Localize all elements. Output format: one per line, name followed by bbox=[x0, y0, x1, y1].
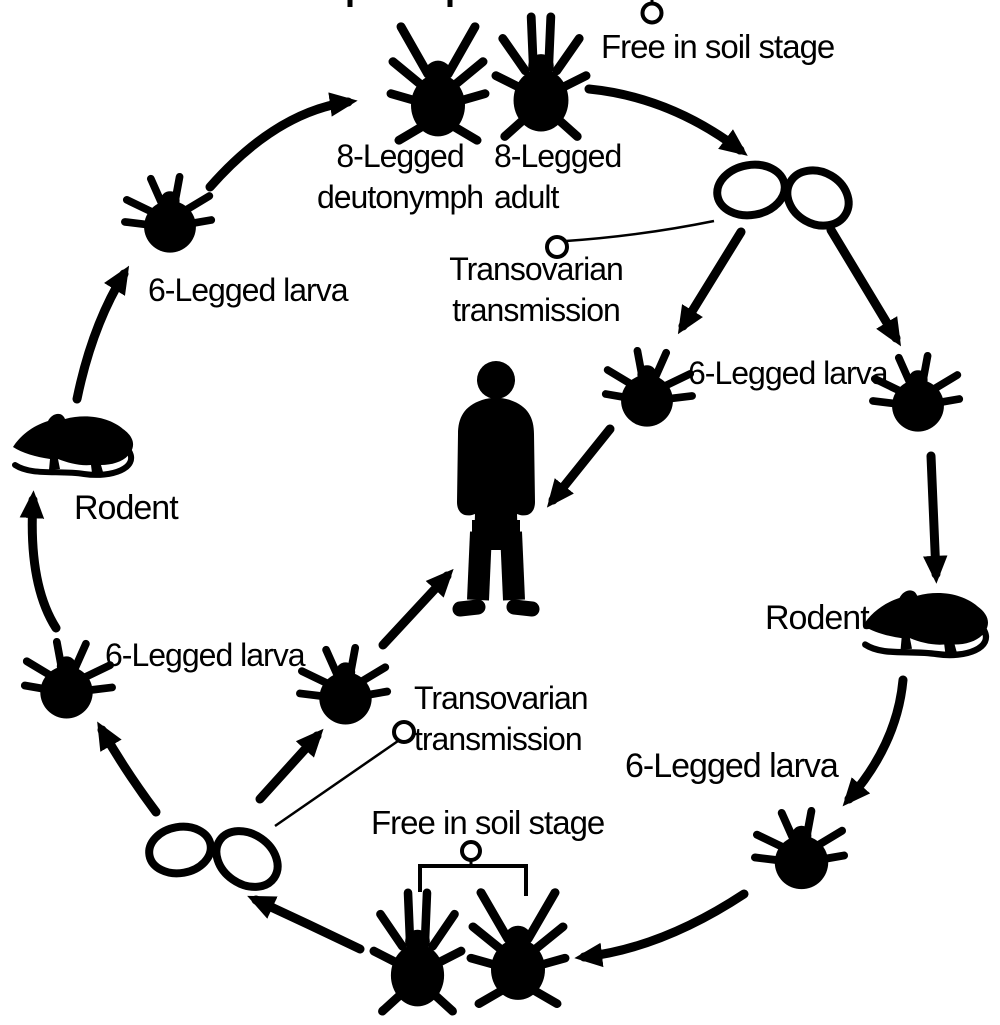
eggs-icon bbox=[145, 160, 853, 891]
label-transovarian-top-line2: transmission bbox=[452, 291, 621, 328]
label-deutonymph-line1: 8-Legged bbox=[336, 138, 464, 174]
label-rodent-left: Rodent bbox=[74, 489, 179, 527]
rodent-icon bbox=[13, 414, 133, 475]
label-adult: 8-Legged adult bbox=[494, 136, 622, 218]
cycle-arrow-icon bbox=[19, 84, 948, 968]
label-larva-lower-right: 6-Legged larva bbox=[625, 747, 839, 785]
label-deutonymph: 8-Legged deutonymph bbox=[302, 136, 498, 218]
label-transovarian-bottom-line1: Transovarian bbox=[414, 680, 589, 716]
larva-mite-icon bbox=[755, 811, 844, 889]
leader-line-transovarian-bottom bbox=[274, 739, 399, 828]
label-transovarian-bottom-line2: transmission bbox=[414, 720, 583, 757]
label-free-in-soil-top: Free in soil stage bbox=[601, 28, 835, 65]
larva-mite-icon bbox=[300, 648, 387, 725]
label-transovarian-top: Transovarian transmission bbox=[442, 249, 630, 331]
larva-mite-icon bbox=[25, 642, 112, 719]
leader-dot-icon bbox=[392, 0, 664, 866]
label-adult-line2: adult bbox=[494, 178, 559, 215]
label-deutonymph-line2: deutonymph bbox=[316, 178, 484, 215]
label-rodent-right: Rodent bbox=[765, 599, 870, 637]
larva-mite-icon bbox=[125, 177, 211, 253]
mite-adult-icon bbox=[471, 893, 565, 1004]
mite-adult-icon bbox=[496, 17, 586, 137]
label-larva-upper-left: 6-Legged larva bbox=[148, 272, 348, 308]
label-adult-line1: 8-Legged bbox=[494, 138, 622, 174]
bracket-icon bbox=[347, 0, 528, 896]
label-larva-right: 6-Legged larva bbox=[688, 355, 888, 391]
mite-deutonymph-icon bbox=[374, 893, 461, 1011]
label-transovarian-top-line1: Transovarian bbox=[449, 251, 624, 287]
label-free-in-soil-bottom: Free in soil stage bbox=[371, 804, 605, 841]
mite-deutonymph-icon bbox=[391, 27, 485, 140]
label-larva-lower-left: 6-Legged larva bbox=[105, 637, 305, 673]
human-icon bbox=[457, 361, 535, 609]
label-transovarian-bottom: Transovarian transmission bbox=[414, 678, 589, 760]
leader-line-transovarian-top bbox=[565, 219, 715, 243]
larva-mite-icon bbox=[606, 351, 692, 427]
rodent-icon bbox=[863, 590, 988, 655]
